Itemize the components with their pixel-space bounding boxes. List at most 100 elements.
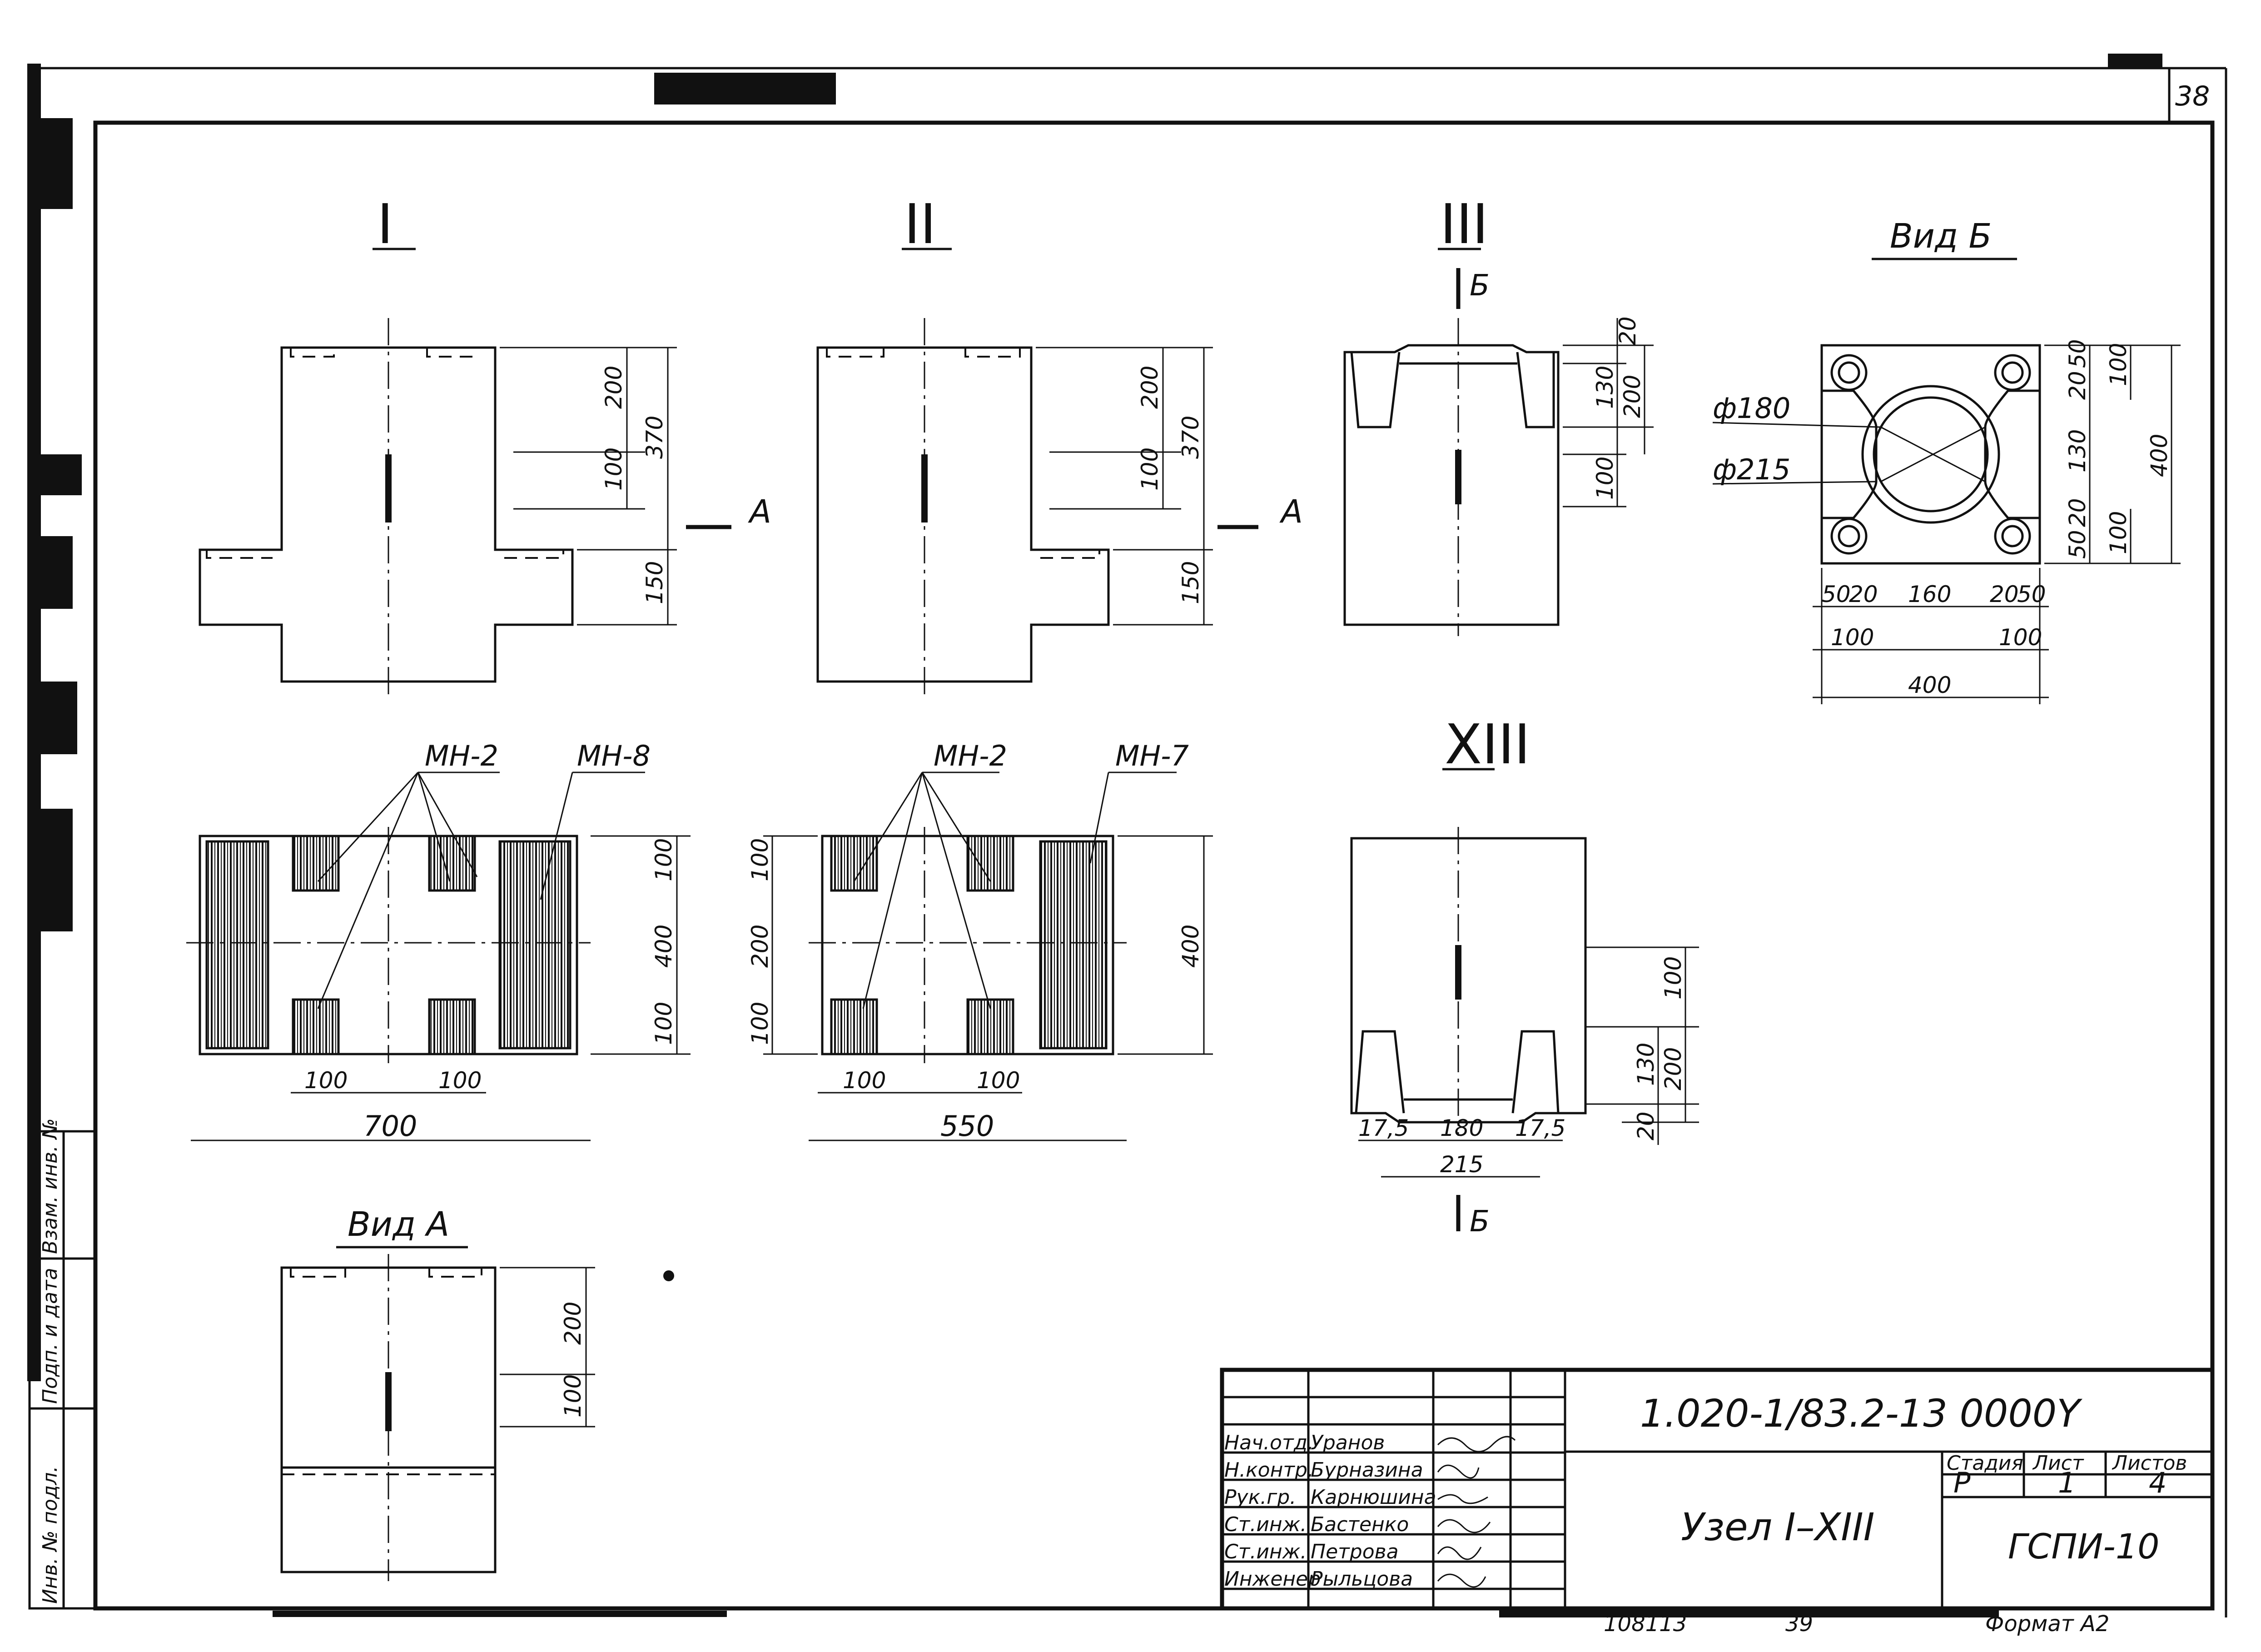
view-1: I 200 100 370 150 А МН-2 [186, 193, 771, 1143]
view-a: Вид А 200 100 [280, 1205, 595, 1581]
view-b-dim-400h: 400 [1908, 672, 1951, 698]
view-1-section: А [748, 493, 771, 530]
view-1-plan-dim-100a: 100 [304, 1067, 348, 1094]
view-1-plan-dim-100b: 100 [438, 1067, 482, 1094]
view-2-dim-150: 150 [1178, 561, 1204, 604]
view-13-dim-215: 215 [1440, 1151, 1483, 1178]
view-1-plan-dim-100c: 100 [651, 838, 677, 881]
view-13: XIII 100 130 200 20 17,5 180 17,5 215 Б [1350, 713, 1699, 1239]
name-5: Петрова [1311, 1540, 1399, 1563]
view-b-diam-215: ф215 [1713, 453, 1790, 486]
view-b-dim-130: 130 [2064, 429, 2091, 473]
view-2-plan-dim-100a: 100 [843, 1067, 886, 1094]
view-a-dim-100: 100 [560, 1374, 586, 1418]
page-number: 38 [2175, 80, 2210, 112]
view-3-dim-20: 20 [1615, 316, 1641, 345]
sheets-header: Листов [2112, 1452, 2187, 1475]
view-1-title: I [377, 193, 393, 256]
view-3-arrow-label: Б [1470, 269, 1490, 303]
view-1-plan-dim-700: 700 [363, 1110, 417, 1143]
view-13-dim-180: 180 [1440, 1115, 1483, 1141]
bottom-number-left: 108113 [1604, 1611, 1687, 1637]
view-b-dim-50c: 50 [1822, 581, 1851, 607]
role-6: Инженер [1224, 1567, 1321, 1591]
view-2-dim-370: 370 [1178, 416, 1204, 459]
view-b-dim-400v: 400 [2146, 434, 2172, 477]
drawing-title: Узел I–XIII [1681, 1505, 1875, 1549]
view-1-leader-mn8: МН-8 [577, 739, 651, 772]
format-label: Формат А2 [1985, 1611, 2109, 1637]
view-b-dim-50b: 50 [2064, 530, 2091, 559]
title-block: 1.020-1/83.2-13 0000Y Узел I–XIII Стадия… [1220, 1368, 2215, 1611]
view-b-dim-100c: 100 [1831, 624, 1874, 651]
view-b-dim-20b: 20 [2064, 498, 2091, 527]
view-2-plan-dim-550: 550 [940, 1110, 994, 1143]
view-2-dim-200: 200 [1137, 366, 1163, 409]
signatures [1437, 1436, 1516, 1588]
side-stamp: Взам. инв. № Подп. и дата Инв. № подл. [28, 1118, 97, 1610]
view-2-dim-100: 100 [1137, 448, 1163, 491]
view-2-plan-dim-400: 400 [1178, 925, 1204, 968]
role-3: Рук.гр. [1224, 1486, 1296, 1509]
view-b-dim-50d: 50 [2017, 581, 2046, 607]
name-6: Рыльцова [1311, 1567, 1413, 1591]
view-13-title: XIII [1445, 713, 1530, 776]
view-b: Вид Б ф180 ф215 50 20 100 130 400 20 50 [1712, 217, 2181, 704]
view-13-dim-17-5a: 17,5 [1358, 1115, 1409, 1141]
view-2-section: А [1279, 493, 1303, 530]
view-b-dim-100b: 100 [2105, 511, 2132, 554]
role-1: Нач.отд. [1224, 1431, 1314, 1454]
sheets-value: 4 [2149, 1466, 2167, 1499]
side-stamp-sign: Подп. и дата [39, 1268, 62, 1404]
side-stamp-vzam: Взам. инв. № [39, 1118, 62, 1254]
side-stamp-inv: Инв. № подл. [39, 1466, 62, 1604]
view-a-dim-200: 200 [560, 1302, 586, 1345]
name-1: Уранов [1311, 1431, 1385, 1454]
view-2-plan-dim-200: 200 [747, 925, 773, 968]
view-b-dim-100a: 100 [2105, 343, 2132, 386]
name-4: Бастенко [1311, 1513, 1409, 1536]
name-2: Бурназина [1311, 1458, 1423, 1482]
outer-frame [30, 67, 2227, 1617]
view-b-dim-100d: 100 [1999, 624, 2042, 651]
view-1-plan-dim-400: 400 [651, 925, 677, 968]
stage-value: Р [1953, 1466, 1971, 1499]
view-13-dim-20: 20 [1633, 1111, 1659, 1140]
view-2-plan-dim-100c: 100 [747, 838, 773, 881]
stage-header: Стадия [1947, 1452, 2023, 1475]
view-13-dim-200: 200 [1660, 1047, 1686, 1090]
org-name: ГСПИ-10 [2008, 1526, 2160, 1567]
view-2: II 200 100 370 150 А МН-2 МН-7 [747, 193, 1303, 1143]
view-2-plan-dim-100b: 100 [977, 1067, 1020, 1094]
view-1-dim-150: 150 [641, 561, 668, 604]
view-3-dim-130: 130 [1592, 366, 1618, 409]
view-1-leader-mn2: МН-2 [425, 739, 498, 772]
view-2-leader-mn2: МН-2 [934, 739, 1007, 772]
role-4: Ст.инж. [1224, 1513, 1307, 1536]
view-b-dim-160: 160 [1908, 581, 1951, 607]
view-2-leader-mn7: МН-7 [1115, 739, 1189, 772]
view-1-dim-370: 370 [641, 416, 668, 459]
view-b-dim-20c: 20 [1849, 581, 1878, 607]
view-3-dim-200: 200 [1619, 375, 1645, 418]
view-13-dim-100: 100 [1660, 956, 1686, 1000]
sheet-value: 1 [2058, 1466, 2076, 1499]
view-b-diam-180: ф180 [1713, 392, 1790, 425]
view-b-dim-20a: 20 [2064, 371, 2091, 400]
view-3: III Б 20 130 200 100 [1343, 193, 1654, 636]
role-2: Н.контр. [1224, 1458, 1314, 1482]
view-13-dim-130: 130 [1633, 1043, 1659, 1086]
view-b-dim-20d: 20 [1990, 581, 2019, 607]
view-a-title: Вид А [348, 1205, 449, 1244]
view-13-dim-17-5b: 17,5 [1515, 1115, 1565, 1141]
view-3-dim-100: 100 [1592, 457, 1618, 500]
view-1-dim-200: 200 [601, 366, 627, 409]
view-13-arrow-label: Б [1470, 1205, 1490, 1239]
view-2-plan-dim-100d: 100 [747, 1002, 773, 1045]
role-5: Ст.инж. [1224, 1540, 1307, 1563]
view-1-plan-dim-100d: 100 [651, 1002, 677, 1045]
view-1-dim-100: 100 [601, 448, 627, 491]
bottom-number-center: 39 [1785, 1611, 1813, 1637]
view-2-title: II [904, 193, 936, 256]
